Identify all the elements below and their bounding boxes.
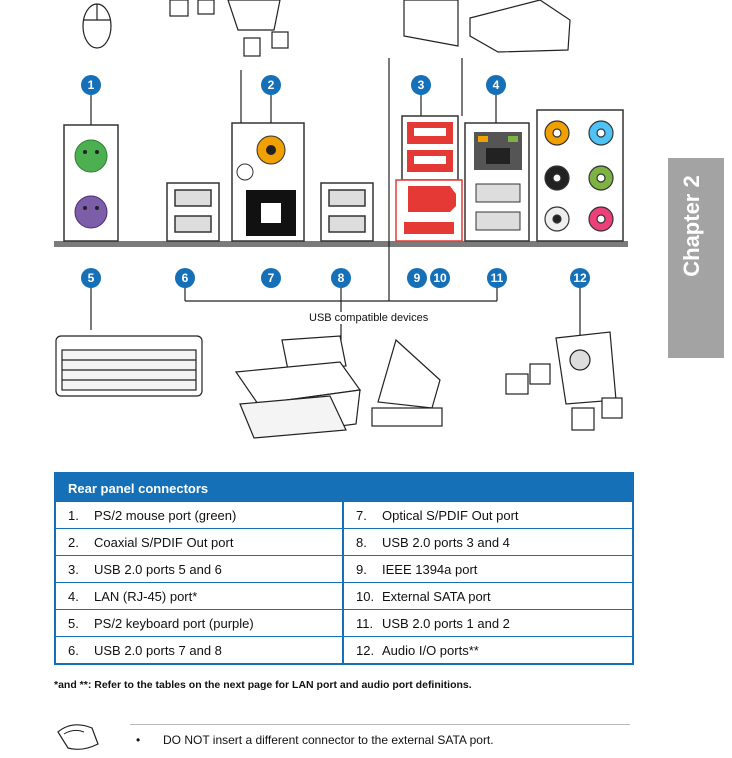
speakers-icon-top: [169, 0, 289, 57]
callout-badge-8: 8: [331, 268, 351, 288]
table-row: 5. PS/2 keyboard port (purple) 11. USB 2…: [55, 609, 633, 637]
esata-port: [404, 222, 454, 234]
callout-badge-2: 2: [261, 75, 281, 95]
table-row: 6. USB 2.0 ports 7 and 8 12. Audio I/O p…: [55, 636, 633, 665]
usb-red-stack: [401, 115, 459, 181]
printer-icon: [234, 335, 362, 439]
callout-badge-5: 5: [81, 268, 101, 288]
notice-bullet: •: [136, 733, 141, 747]
row-label: USB 2.0 ports 5 and 6: [94, 555, 343, 583]
callout-badge-9: 9: [407, 268, 427, 288]
callout-badge-6: 6: [175, 268, 195, 288]
row-label: IEEE 1394a port: [382, 555, 633, 583]
callout-badge-11: 11: [487, 268, 507, 288]
notice-text: DO NOT insert a different connector to t…: [163, 733, 494, 747]
callout-badge-4: 4: [486, 75, 506, 95]
hand-caution-icon: [57, 724, 99, 750]
row-number: 10.: [342, 582, 382, 610]
table-title: Rear panel connectors: [55, 473, 633, 502]
rear-panel-table: Rear panel connectors 1. PS/2 mouse port…: [54, 472, 634, 665]
row-label: External SATA port: [382, 582, 633, 610]
lan-usb-block: [464, 122, 530, 242]
row-label: USB 2.0 ports 7 and 8: [94, 636, 343, 665]
chapter-tab-label: Chapter 2: [679, 175, 704, 277]
callout-badge-7: 7: [261, 268, 281, 288]
row-number: 11.: [342, 609, 382, 637]
spdif-block: [231, 122, 305, 242]
row-number: 8.: [342, 528, 382, 556]
table-row: 1. PS/2 mouse port (green) 7. Optical S/…: [55, 502, 633, 529]
scanner-icon: [371, 338, 443, 427]
row-label: USB 2.0 ports 3 and 4: [382, 528, 633, 556]
chapter-tab: [668, 158, 724, 358]
row-number: 9.: [342, 555, 382, 583]
rear-panel-illustration: [54, 0, 628, 439]
device-icon-top: [403, 0, 571, 53]
audio-jacks: [536, 109, 624, 242]
row-number: 7.: [342, 502, 382, 529]
callout-badge-12: 12: [570, 268, 590, 288]
ps2-ports: [63, 124, 119, 242]
row-number: 2.: [55, 528, 94, 556]
table-row: 4. LAN (RJ-45) port* 10. External SATA p…: [55, 582, 633, 610]
ieee1394-esata-block: [395, 179, 463, 242]
notice-rule: [130, 724, 630, 725]
usb-devices-label: USB compatible devices: [306, 312, 432, 324]
row-number: 1.: [55, 502, 94, 529]
row-number: 5.: [55, 609, 94, 637]
keyboard-icon: [55, 335, 203, 397]
row-label: USB 2.0 ports 1 and 2: [382, 609, 633, 637]
ieee1394-port: [408, 186, 456, 212]
leader-lines: [90, 58, 581, 340]
row-label: PS/2 keyboard port (purple): [94, 609, 343, 637]
usb-stack-left: [166, 182, 220, 242]
row-label: Coaxial S/PDIF Out port: [94, 528, 343, 556]
ps2-keyboard-port: [74, 195, 108, 229]
callout-badge-1: 1: [81, 75, 101, 95]
backplate-bar: [54, 241, 628, 247]
footnote: *and **: Refer to the tables on the next…: [54, 679, 472, 691]
row-number: 6.: [55, 636, 94, 665]
row-number: 4.: [55, 582, 94, 610]
row-label: PS/2 mouse port (green): [94, 502, 343, 529]
callout-badge-10: 10: [430, 268, 450, 288]
row-number: 3.: [55, 555, 94, 583]
speakers-icon-bottom: [505, 331, 623, 431]
row-number: 12.: [342, 636, 382, 665]
row-label: Audio I/O ports**: [382, 636, 633, 665]
row-label: Optical S/PDIF Out port: [382, 502, 633, 529]
usb-stack-mid: [320, 182, 374, 242]
row-label: LAN (RJ-45) port*: [94, 582, 343, 610]
table-row: 3. USB 2.0 ports 5 and 6 9. IEEE 1394a p…: [55, 555, 633, 583]
table-row: 2. Coaxial S/PDIF Out port 8. USB 2.0 po…: [55, 528, 633, 556]
ps2-mouse-port: [74, 139, 108, 173]
callout-badge-3: 3: [411, 75, 431, 95]
mouse-icon: [82, 3, 112, 49]
